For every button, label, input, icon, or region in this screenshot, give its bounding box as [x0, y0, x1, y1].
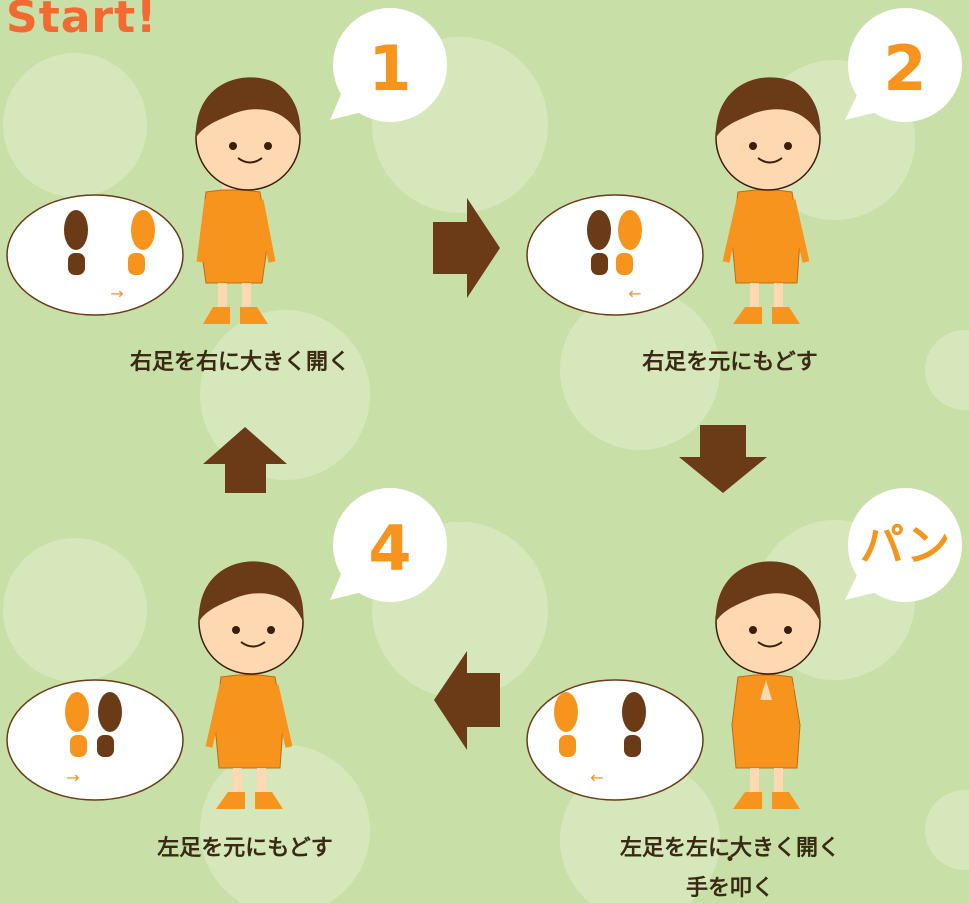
- left-foot-icon: [65, 692, 89, 757]
- step-3-caption-dot: •: [725, 852, 735, 868]
- step-3-caption-line1: 左足を左に大きく開く: [619, 836, 840, 861]
- footprint-panel-3: [526, 679, 704, 801]
- right-foot-icon: [622, 692, 646, 757]
- arrow-down-icon: [679, 425, 767, 493]
- step-3-direction-arrow: ←: [590, 768, 603, 787]
- boy-figure-3: [715, 561, 821, 809]
- step-2-caption: 右足を元にもどす: [642, 350, 818, 375]
- left-foot-icon: [64, 210, 88, 275]
- step-2-badge: 2: [883, 32, 926, 105]
- arrow-left-icon: [434, 651, 500, 750]
- step-1: [6, 8, 447, 324]
- speech-bubble-1: [330, 8, 447, 122]
- step-1-badge: 1: [368, 32, 411, 105]
- step-1-direction-arrow: →: [110, 284, 123, 303]
- step-2: [526, 8, 962, 324]
- speech-bubble-3: [845, 488, 962, 602]
- speech-bubble-4: [330, 488, 447, 602]
- step-3-caption-line2: 手を叩く: [685, 876, 774, 901]
- step-4: [6, 488, 447, 809]
- start-title: Start!: [6, 0, 158, 43]
- boy-figure-4: [198, 561, 304, 809]
- boy-figure-1: [195, 77, 301, 324]
- footprint-panel-2: [526, 194, 704, 316]
- flow-arrows: [203, 198, 767, 750]
- left-foot-icon: [554, 692, 578, 757]
- arrow-right-icon: [433, 198, 500, 298]
- footprint-panel-4: [6, 679, 184, 801]
- footprint-panel-1: [6, 194, 184, 316]
- step-4-badge: 4: [368, 512, 411, 585]
- right-foot-icon: [128, 210, 155, 275]
- step-1-caption: 右足を右に大きく開く: [129, 350, 350, 375]
- right-foot-icon: [616, 210, 642, 275]
- left-foot-icon: [587, 210, 611, 275]
- boy-figure-2: [715, 77, 821, 324]
- step-2-direction-arrow: ←: [628, 284, 641, 303]
- arrow-up-icon: [203, 427, 287, 493]
- step-3: [526, 488, 962, 809]
- step-4-caption: 左足を元にもどす: [157, 836, 333, 861]
- right-foot-icon: [97, 692, 122, 757]
- speech-bubble-2: [845, 8, 962, 122]
- step-4-direction-arrow: →: [66, 768, 79, 787]
- step-3-badge: パン: [860, 520, 950, 571]
